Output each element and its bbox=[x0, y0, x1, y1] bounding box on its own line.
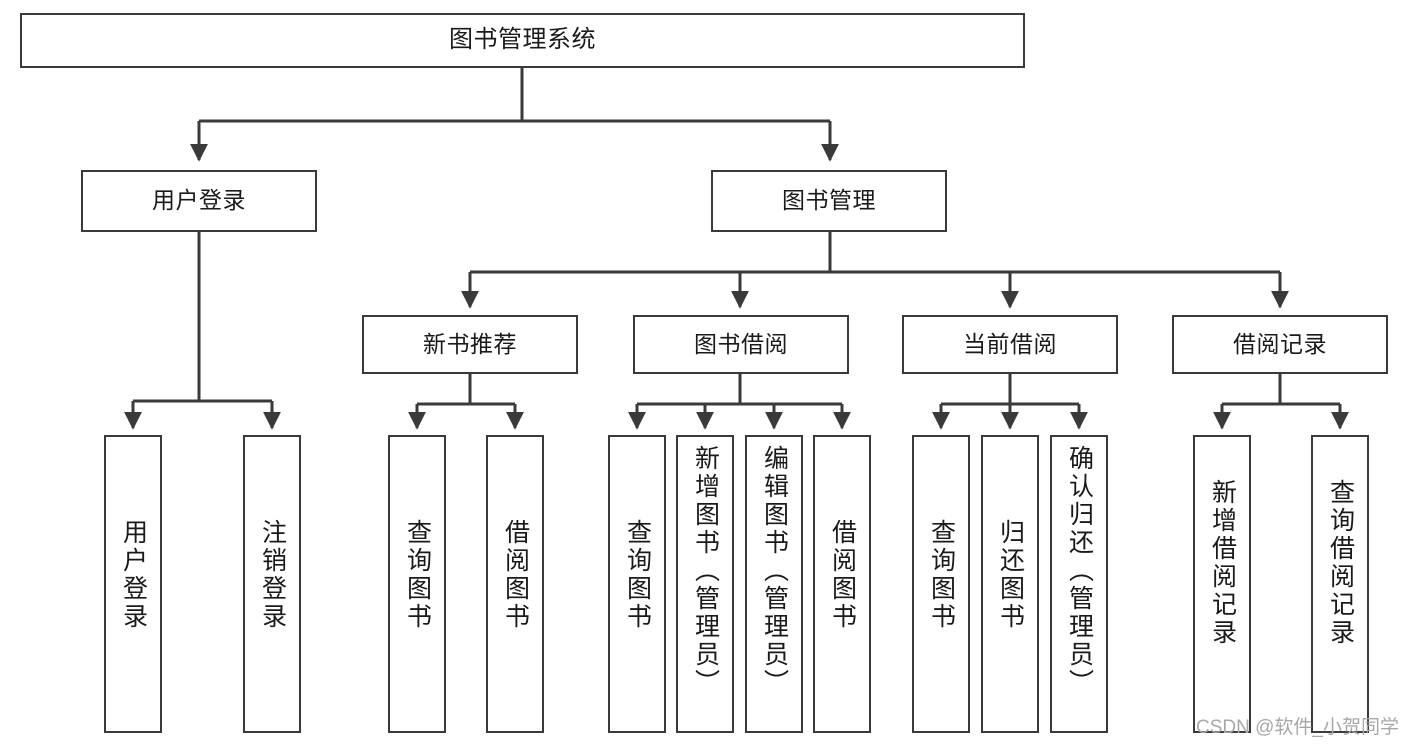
leaf-borrow-book-recommend-label: 借阅图书 bbox=[501, 519, 530, 631]
leaf-add-book-admin-label: 新增图书（管理员） bbox=[691, 445, 720, 697]
leaf-query-book-borrow[interactable]: 查询图书 bbox=[608, 435, 666, 733]
node-borrow-records[interactable]: 借阅记录 bbox=[1172, 315, 1388, 374]
leaf-borrow-book[interactable]: 借阅图书 bbox=[813, 435, 871, 733]
leaf-edit-book-admin[interactable]: 编辑图书（管理员） bbox=[745, 435, 803, 733]
node-book-borrow[interactable]: 图书借阅 bbox=[633, 315, 849, 374]
leaf-add-borrow-record-label: 新增借阅记录 bbox=[1208, 479, 1237, 647]
leaf-user-logout[interactable]: 注销登录 bbox=[243, 435, 301, 733]
leaf-query-book-recommend[interactable]: 查询图书 bbox=[388, 435, 446, 733]
leaf-query-book-recommend-label: 查询图书 bbox=[403, 519, 432, 631]
leaf-user-login-label: 用户登录 bbox=[119, 519, 148, 631]
node-book-management[interactable]: 图书管理 bbox=[711, 170, 947, 232]
node-book-management-label: 图书管理 bbox=[782, 187, 876, 214]
leaf-confirm-return-admin[interactable]: 确认归还（管理员） bbox=[1050, 435, 1108, 733]
leaf-add-book-admin[interactable]: 新增图书（管理员） bbox=[676, 435, 734, 733]
leaf-query-book-current[interactable]: 查询图书 bbox=[912, 435, 970, 733]
node-current-borrow[interactable]: 当前借阅 bbox=[902, 315, 1118, 374]
leaf-borrow-book-label: 借阅图书 bbox=[828, 519, 857, 631]
leaf-query-book-current-label: 查询图书 bbox=[927, 519, 956, 631]
node-new-book-recommend-label: 新书推荐 bbox=[423, 330, 517, 357]
leaf-add-borrow-record[interactable]: 新增借阅记录 bbox=[1193, 435, 1251, 733]
leaf-user-login[interactable]: 用户登录 bbox=[104, 435, 162, 733]
node-current-borrow-label: 当前借阅 bbox=[963, 330, 1057, 357]
leaf-return-book-label: 归还图书 bbox=[996, 519, 1025, 631]
node-new-book-recommend[interactable]: 新书推荐 bbox=[362, 315, 578, 374]
leaf-confirm-return-admin-label: 确认归还（管理员） bbox=[1065, 445, 1094, 697]
leaf-user-logout-label: 注销登录 bbox=[258, 519, 287, 631]
node-user-login[interactable]: 用户登录 bbox=[81, 170, 317, 232]
leaf-edit-book-admin-label: 编辑图书（管理员） bbox=[760, 445, 789, 697]
leaf-return-book[interactable]: 归还图书 bbox=[981, 435, 1039, 733]
node-root[interactable]: 图书管理系统 bbox=[20, 13, 1025, 68]
watermark-text: CSDN @软件_小贺同学 bbox=[1196, 717, 1399, 738]
node-book-borrow-label: 图书借阅 bbox=[694, 330, 788, 357]
leaf-query-borrow-record-label: 查询借阅记录 bbox=[1326, 479, 1355, 647]
leaf-query-book-borrow-label: 查询图书 bbox=[623, 519, 652, 631]
node-borrow-records-label: 借阅记录 bbox=[1233, 330, 1327, 357]
node-root-label: 图书管理系统 bbox=[449, 26, 596, 54]
leaf-borrow-book-recommend[interactable]: 借阅图书 bbox=[486, 435, 544, 733]
leaf-query-borrow-record[interactable]: 查询借阅记录 bbox=[1311, 435, 1369, 733]
node-user-login-label: 用户登录 bbox=[152, 187, 246, 214]
